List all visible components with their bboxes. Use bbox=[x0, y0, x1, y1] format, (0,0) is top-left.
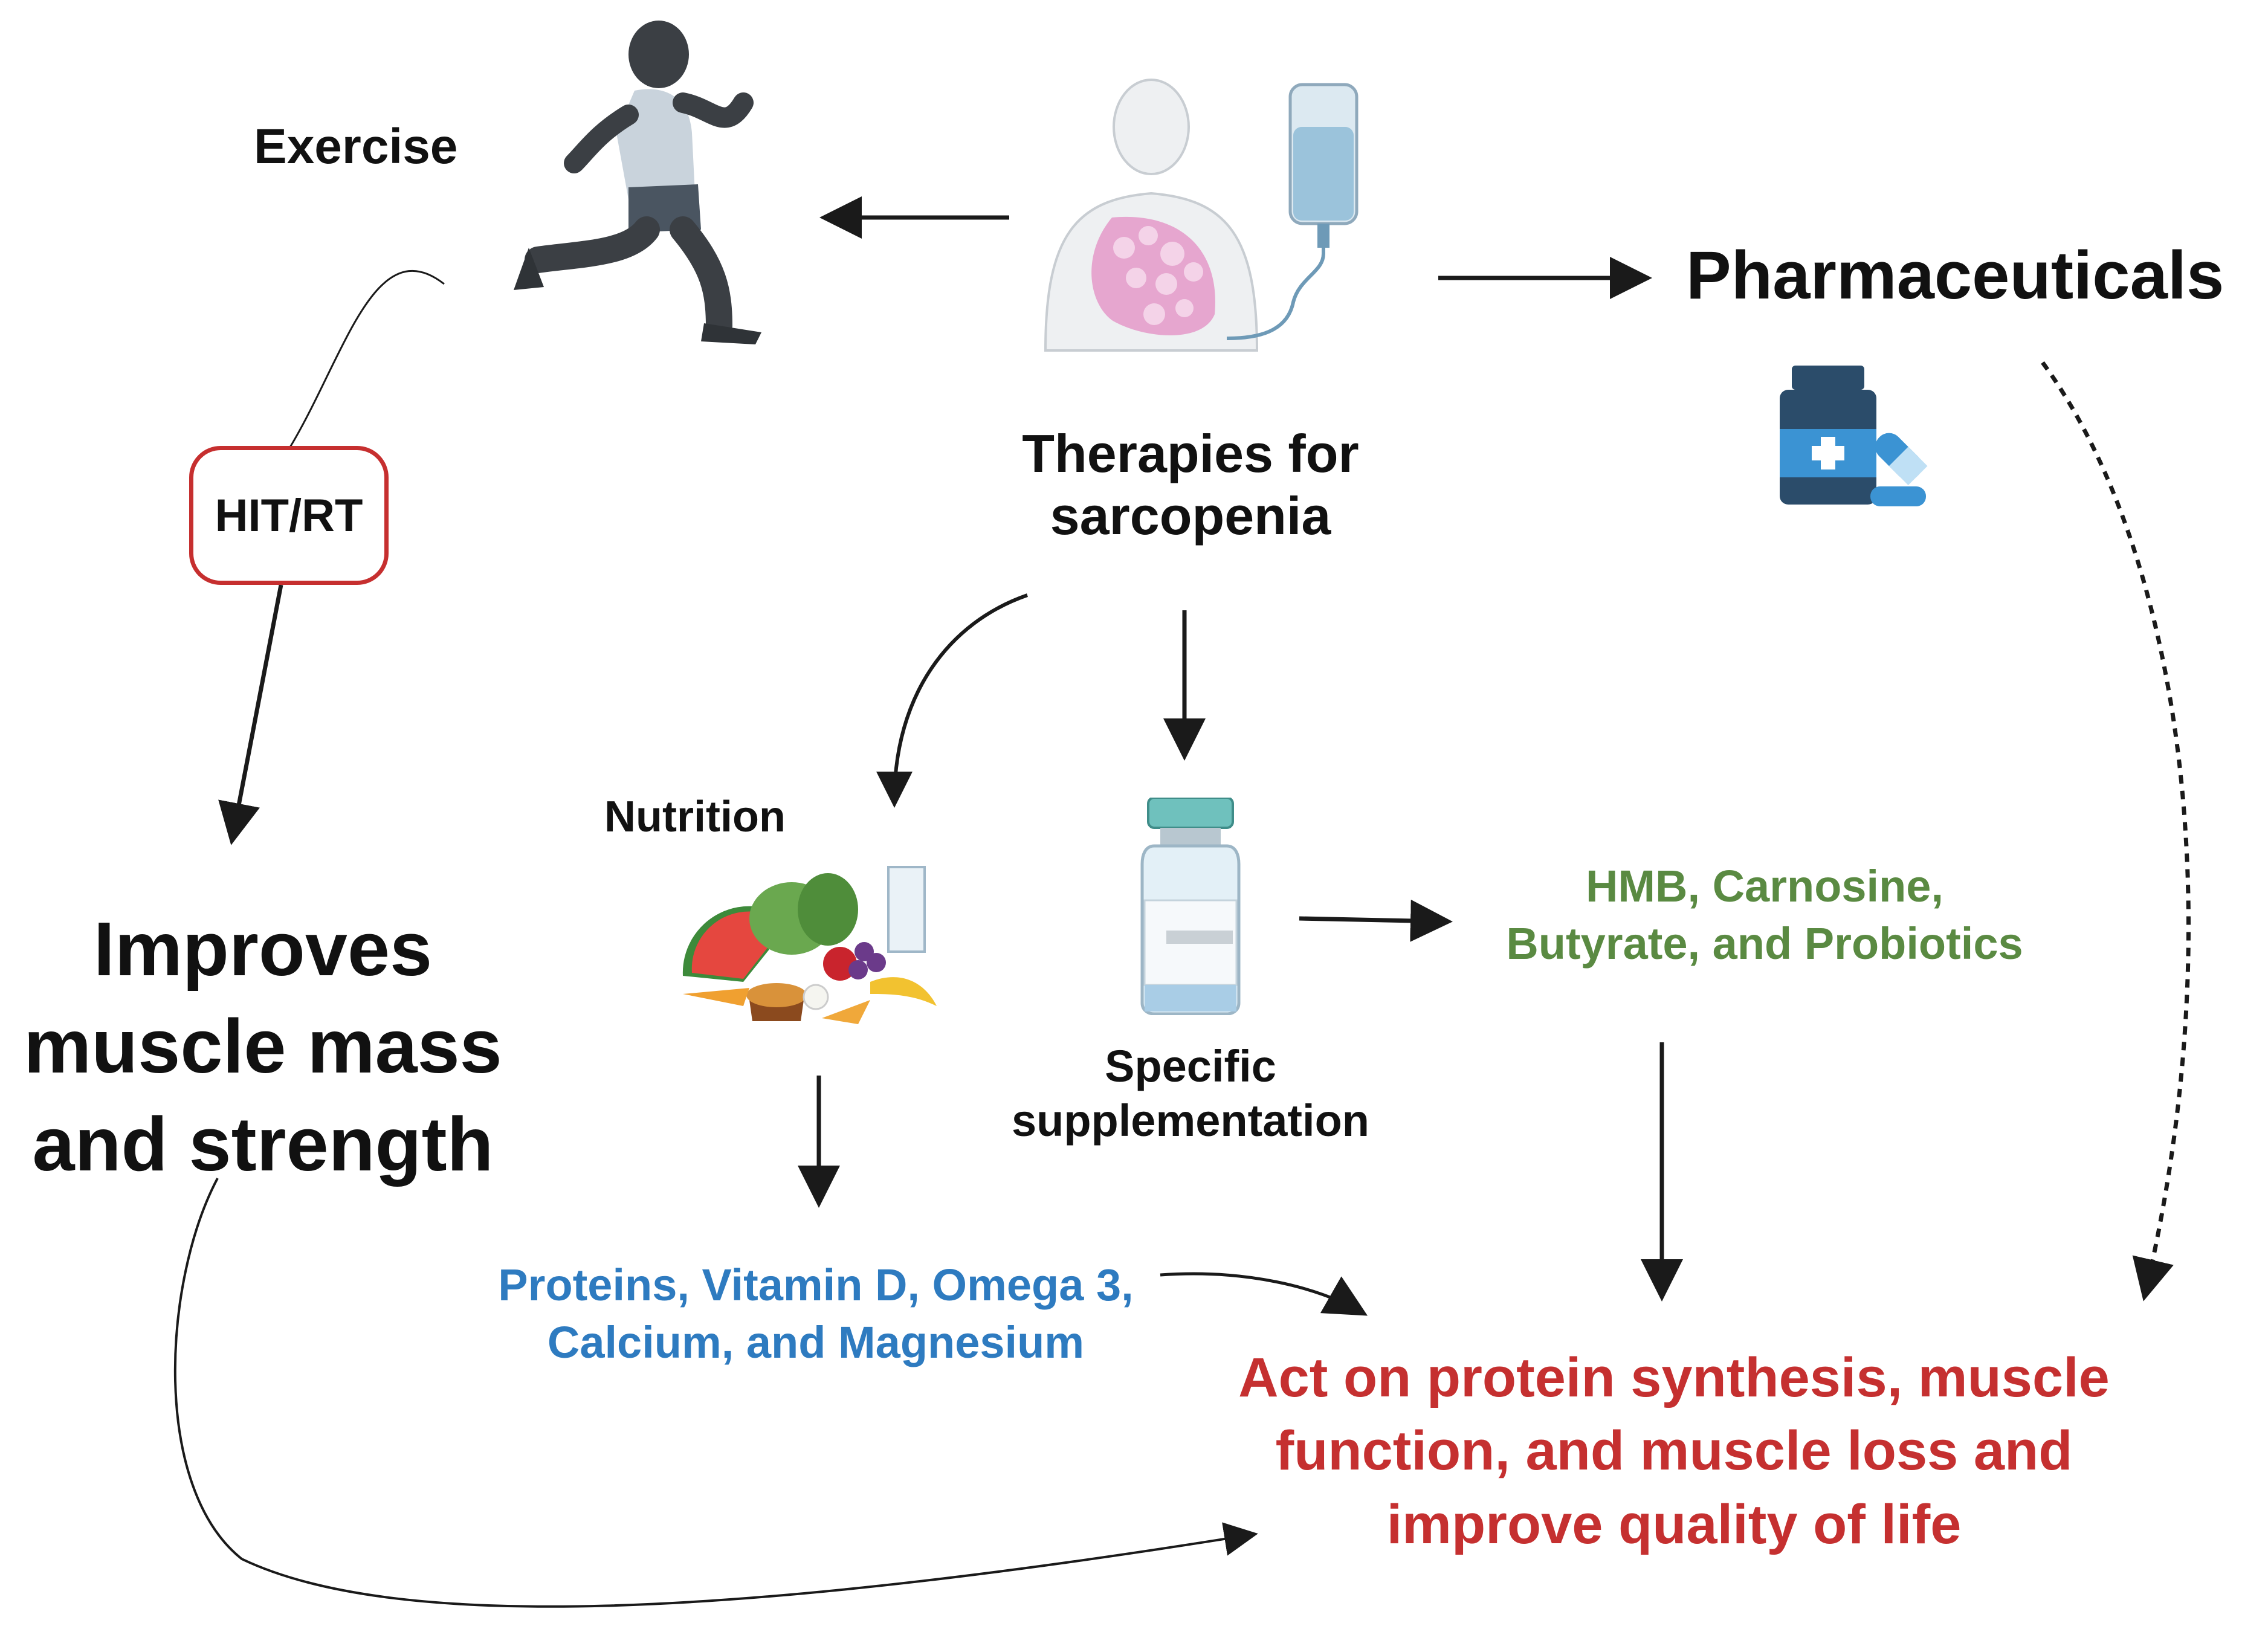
nutrients-list: Proteins, Vitamin D, Omega 3, Calcium, a… bbox=[471, 1257, 1160, 1371]
arrow-hitrt-to-improves bbox=[218, 584, 283, 845]
therapies-line-2: sarcopenia bbox=[1050, 485, 1331, 546]
improves-line-1: Improves bbox=[93, 906, 433, 992]
outcome-line-3: improve quality of life bbox=[1386, 1493, 1962, 1555]
arrow-pharmaceuticals-to-outcome-dashed bbox=[2041, 361, 2191, 1302]
improves-line-2: muscle mass bbox=[24, 1004, 502, 1089]
specific-line-1: Specific bbox=[1105, 1041, 1276, 1091]
nutrients-line-1: Proteins, Vitamin D, Omega 3, bbox=[498, 1260, 1134, 1310]
hit-rt-badge: HIT/RT bbox=[189, 446, 389, 585]
arrow-therapies-to-nutrition bbox=[876, 593, 1028, 808]
outcome-line-1: Act on protein synthesis, muscle bbox=[1238, 1347, 2110, 1408]
supplements-line-1: HMB, Carnosine, bbox=[1585, 861, 1944, 911]
outcome-line-2: function, and muscle loss and bbox=[1275, 1420, 2073, 1482]
pills-icon bbox=[1870, 433, 1928, 506]
arrow-supplementation-to-hmb bbox=[1299, 899, 1453, 942]
runner-icon bbox=[514, 21, 761, 344]
food-icon bbox=[682, 866, 937, 1024]
outcome-label: Act on protein synthesis, muscle functio… bbox=[1184, 1341, 2163, 1561]
improves-line-3: and strength bbox=[32, 1101, 494, 1187]
exercise-label: Exercise bbox=[254, 119, 458, 174]
supplements-list: HMB, Carnosine, Butyrate, and Probiotics bbox=[1475, 858, 2055, 972]
curve-exercise-to-hitrt bbox=[289, 269, 445, 448]
therapies-title: Therapies for sarcopenia bbox=[943, 423, 1438, 547]
arrow-proteins-to-outcome bbox=[1160, 1272, 1368, 1316]
improves-label: Improves muscle mass and strength bbox=[12, 900, 514, 1193]
specific-supplementation-label: Specific supplementation bbox=[943, 1039, 1438, 1149]
supplements-line-2: Butyrate, and Probiotics bbox=[1506, 918, 2023, 969]
hit-rt-label: HIT/RT bbox=[215, 489, 363, 541]
therapies-line-1: Therapies for bbox=[1022, 424, 1359, 483]
specific-line-2: supplementation bbox=[1011, 1095, 1370, 1146]
pharmaceuticals-label: Pharmaceuticals bbox=[1686, 237, 2224, 313]
nutrients-line-2: Calcium, and Magnesium bbox=[547, 1317, 1085, 1367]
nutrition-label: Nutrition bbox=[604, 793, 786, 841]
vial-icon bbox=[1140, 798, 1241, 1015]
medicine-bottle-icon bbox=[1780, 366, 1876, 505]
arrow-improves-to-outcome bbox=[173, 1178, 1258, 1608]
patient-iv-icon bbox=[1044, 79, 1359, 352]
